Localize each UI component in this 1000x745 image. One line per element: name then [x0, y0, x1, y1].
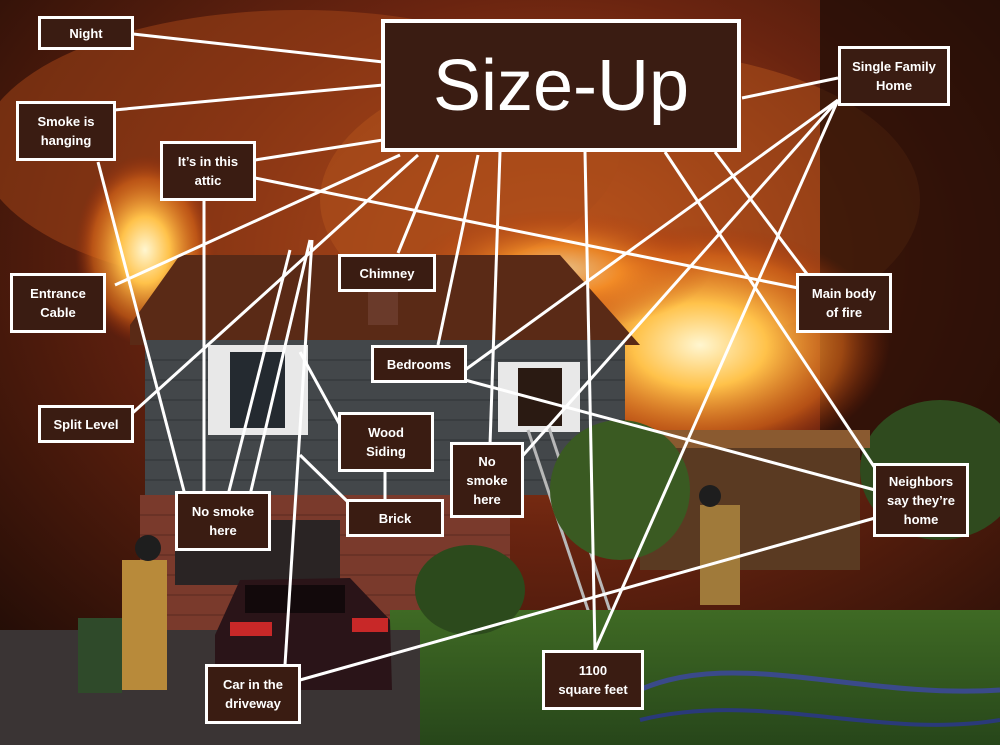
label-brick: Brick: [346, 499, 444, 537]
label-split-level: Split Level: [38, 405, 134, 443]
car-window: [245, 585, 345, 613]
label-no-smoke-center: No smoke here: [450, 442, 524, 518]
fire-hose: [639, 708, 1000, 727]
car-taillight: [352, 618, 388, 632]
size-up-title: Size-Up: [381, 19, 741, 152]
label-chimney: Chimney: [338, 254, 436, 292]
label-no-smoke-left: No smoke here: [175, 491, 271, 551]
label-main-body-of-fire: Main body of fire: [796, 273, 892, 333]
window-right-glass: [518, 368, 562, 426]
label-night: Night: [38, 16, 134, 50]
car-taillight: [230, 622, 272, 636]
label-wood-siding: Wood Siding: [338, 412, 434, 472]
firefighter: [122, 535, 167, 690]
label-car-in-driveway: Car in the driveway: [205, 664, 301, 724]
window-left-glass: [230, 352, 285, 428]
label-neighbors-home: Neighbors say they’re home: [873, 463, 969, 537]
label-bedrooms: Bedrooms: [371, 345, 467, 383]
label-in-attic: It’s in this attic: [160, 141, 256, 201]
label-single-family-home: Single Family Home: [838, 46, 950, 106]
label-entrance-cable: Entrance Cable: [10, 273, 106, 333]
shrub: [550, 420, 690, 560]
trash-bin: [78, 618, 122, 693]
label-square-feet: 1100 square feet: [542, 650, 644, 710]
label-smoke-hanging: Smoke is hanging: [16, 101, 116, 161]
shrub: [415, 545, 525, 635]
